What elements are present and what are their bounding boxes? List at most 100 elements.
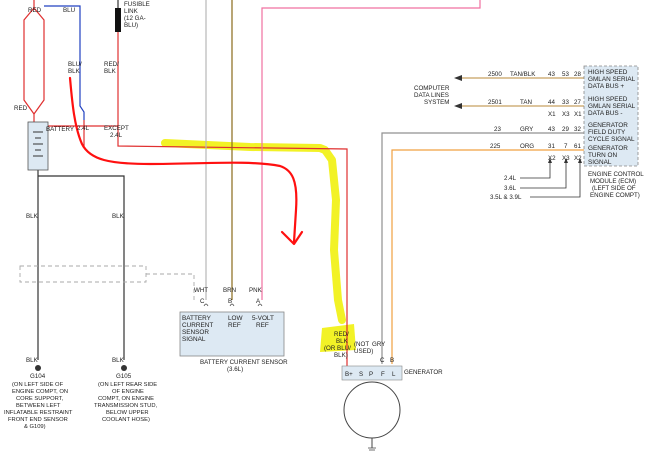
label-pin-b: B — [228, 298, 232, 305]
label-2-4l: 2.4L — [77, 125, 90, 132]
sensor-signal-1: BATTERY — [182, 315, 212, 322]
ecm-signal-2c: DATA BUS - — [588, 110, 623, 117]
row2-pin1: 44 — [548, 99, 555, 106]
variant-3-6l: 3.6L — [504, 185, 517, 192]
label-fusible-link-4: BLU) — [124, 22, 138, 29]
ecm-module — [583, 65, 639, 167]
row1-pin3: 28 — [574, 71, 581, 78]
row2-pin3: 27 — [574, 99, 581, 106]
label-brn: BRN — [223, 287, 236, 294]
label-blk-bottom-mid: BLK — [112, 357, 125, 364]
ground-icon-g105 — [121, 365, 127, 371]
wire-data-bus — [454, 75, 584, 109]
row3-pin2: 29 — [562, 126, 569, 133]
label-fusible-link-1: FUSIBLE — [124, 1, 150, 8]
ecm-signal-4a: GENERATOR — [588, 145, 628, 152]
ecm-name-4: ENGINE COMPT) — [590, 192, 640, 199]
label-blu-blk-2: BLK — [68, 68, 81, 75]
row2-conn3: X1 — [574, 111, 582, 118]
sensor-low-ref-1: LOW — [228, 315, 244, 322]
gen-pin-l: L — [392, 371, 396, 378]
variant-3-5l-3-9l: 3.5L & 3.9L — [490, 194, 522, 201]
label-not-used-1: (NOT — [354, 341, 369, 348]
label-gen-pin-c: C — [380, 357, 385, 364]
label-pnk: PNK — [249, 287, 263, 294]
row2-circuit: 2501 — [488, 99, 502, 106]
wire-pink — [261, 0, 481, 300]
sensor-5v-ref-1: 5-VOLT — [252, 315, 274, 322]
fusible-link-icon — [115, 8, 121, 32]
label-blk-left: BLK — [26, 213, 39, 220]
label-g104: G104 — [30, 373, 46, 380]
g104-desc-5: INFLATABLE RESTRAINT — [4, 410, 73, 416]
gen-pin-s: S — [359, 371, 363, 378]
label-red-blk-or-blu-1: RED/ — [334, 331, 349, 338]
sensor-signal-4: SIGNAL — [182, 336, 206, 343]
ecm-name-1: ENGINE CONTROL — [588, 171, 644, 178]
label-red-top: RED — [28, 7, 42, 14]
label-fusible-link-2: LINK — [124, 8, 139, 15]
label-red-blk-1: RED/ — [104, 61, 119, 68]
wire-gray-field — [381, 132, 584, 364]
g105-desc-1: (ON LEFT REAR SIDE — [98, 382, 157, 388]
row4-conn1: X2 — [548, 155, 556, 162]
ecm-signal-1c: DATA BUS + — [588, 83, 624, 90]
label-computer-3: SYSTEM — [424, 99, 449, 106]
sensor-name: BATTERY CURRENT SENSOR — [200, 359, 288, 366]
row2-conn1: X1 — [548, 111, 556, 118]
wire-dashed-shield — [19, 265, 195, 300]
ecm-signal-3c: CYCLE SIGNAL — [588, 136, 635, 143]
ecm-name-3: (LEFT SIDE OF — [592, 185, 636, 192]
label-red-blk-or-blu-3: (OR BLU/ — [324, 345, 351, 352]
sensor-signal-2: CURRENT — [182, 322, 213, 329]
g105-desc-3: COMPT, ON ENGINE — [98, 396, 154, 402]
ecm-signal-3a: GENERATOR — [588, 122, 628, 129]
label-red-blk-or-blu-4: BLK) — [334, 352, 348, 359]
gen-pin-bplus: B+ — [345, 371, 353, 378]
g104-desc-2: ENGINE COMPT, ON — [12, 389, 68, 395]
g104-desc-4: BETWEEN LEFT — [16, 403, 61, 409]
wire-orange-turn-on — [391, 149, 584, 364]
label-generator: GENERATOR — [404, 369, 443, 376]
label-except-1: EXCEPT — [104, 125, 129, 132]
ecm-signal-3b: FIELD DUTY — [588, 129, 626, 136]
g105-desc-5: BELOW UPPER — [106, 410, 149, 416]
row3-pin3: 32 — [574, 126, 581, 133]
g105-desc-6: COOLANT HOSE) — [102, 417, 150, 423]
ecm-signal-4b: TURN ON — [588, 152, 617, 159]
red-annotation — [68, 76, 304, 246]
row4-circuit: 225 — [490, 143, 501, 150]
battery-current-sensor — [179, 303, 285, 357]
sensor-variant: (3.6L) — [227, 366, 243, 373]
row4-color: ORG — [520, 143, 534, 150]
ecm-signal-2a: HIGH SPEED — [588, 96, 628, 103]
label-computer-2: DATA LINES — [414, 92, 449, 99]
g104-desc-7: & G109) — [24, 424, 46, 430]
row1-pin1: 43 — [548, 71, 555, 78]
g104-desc-3: CORE SUPPORT, — [16, 396, 64, 402]
label-pin-c: C — [200, 298, 205, 305]
label-not-used-2: USED) — [354, 348, 373, 355]
label-gen-pin-b: B — [390, 357, 394, 364]
label-red-left: RED — [14, 105, 28, 112]
ground-icon-g104 — [35, 365, 41, 371]
row1-pin2: 53 — [562, 71, 569, 78]
g104-desc-1: (ON LEFT SIDE OF — [12, 382, 64, 388]
label-battery: BATTERY — [46, 126, 74, 133]
row2-conn2: X3 — [562, 111, 570, 118]
row4-conn3: X2 — [574, 155, 582, 162]
label-fusible-link-3: (12 GA- — [124, 15, 146, 22]
row1-color: TAN/BLK — [510, 71, 536, 78]
label-blu-blk-1: BLU/ — [68, 61, 82, 68]
sensor-signal-3: SENSOR — [182, 329, 209, 336]
ecm-name-2: MODULE (ECM) — [590, 178, 636, 185]
wire-blue — [44, 5, 85, 120]
ecm-signal-2b: GMLAN SERIAL — [588, 103, 636, 110]
label-gry: GRY — [372, 341, 385, 348]
row4-pin1: 31 — [548, 143, 555, 150]
variant-2-4l: 2.4L — [504, 175, 517, 182]
ecm-signal-1b: GMLAN SERIAL — [588, 76, 636, 83]
wire-blk-ground-left — [37, 170, 125, 360]
row1-circuit: 2500 — [488, 71, 502, 78]
label-except-2: 2.4L — [110, 132, 123, 139]
